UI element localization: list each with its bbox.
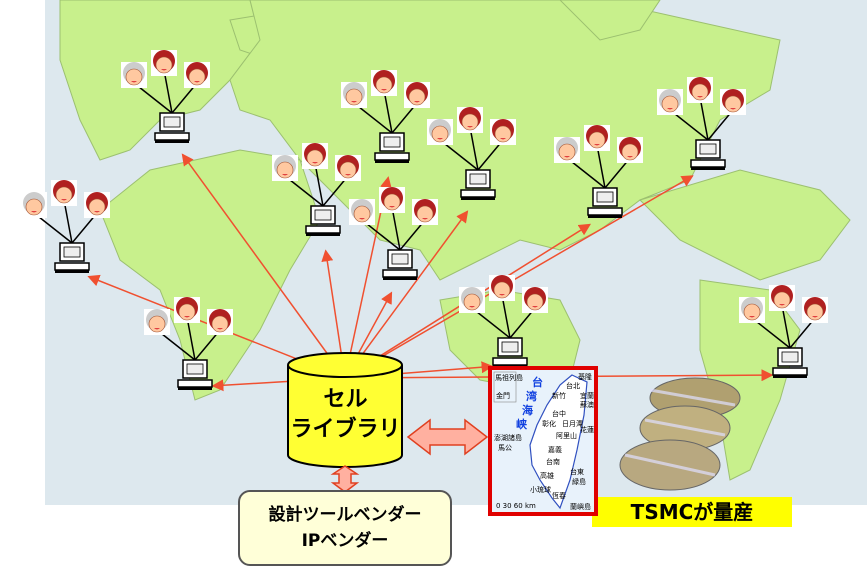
map-place-label: 日月潭 bbox=[562, 420, 583, 428]
double-arrow-horizontal bbox=[406, 418, 489, 456]
map-place-label: 新竹 bbox=[552, 392, 566, 400]
arrow bbox=[344, 210, 469, 379]
design-site bbox=[459, 275, 548, 368]
wafers bbox=[619, 377, 741, 491]
elder-face-icon bbox=[349, 199, 375, 225]
map-place-label: 基隆 bbox=[578, 373, 592, 381]
design-site bbox=[341, 70, 430, 163]
design-site bbox=[427, 107, 516, 200]
map-place-label: 小琉球 bbox=[530, 486, 551, 494]
person-face-icon bbox=[617, 137, 643, 163]
person-face-icon bbox=[412, 199, 438, 225]
design-sites bbox=[21, 50, 828, 390]
elder-face-icon bbox=[144, 309, 170, 335]
map-place-label: 蘭嶼島 bbox=[570, 503, 591, 511]
vendor-line1: 設計ツールベンダー bbox=[268, 505, 422, 525]
strait-char: 峡 bbox=[516, 418, 527, 431]
map-place-label: 馬祖列島 bbox=[495, 374, 523, 382]
person-face-icon bbox=[379, 187, 405, 213]
person-face-icon bbox=[687, 77, 713, 103]
cell-library-line1: セル bbox=[323, 387, 368, 412]
person-face-icon bbox=[457, 107, 483, 133]
elder-face-icon bbox=[21, 192, 47, 218]
person-face-icon bbox=[489, 275, 515, 301]
map-place-label: 嘉義 bbox=[548, 446, 562, 454]
map-place-label: 阿里山 bbox=[556, 432, 577, 440]
design-site bbox=[554, 125, 643, 218]
person-face-icon bbox=[302, 143, 328, 169]
tsmc-label: TSMCが量産 bbox=[592, 497, 792, 527]
elder-face-icon bbox=[657, 89, 683, 115]
map-place-label: 澎湖諸島 bbox=[494, 434, 522, 442]
person-face-icon bbox=[51, 180, 77, 206]
design-site bbox=[272, 143, 361, 236]
elder-face-icon bbox=[341, 82, 367, 108]
design-site bbox=[21, 180, 110, 273]
person-face-icon bbox=[802, 297, 828, 323]
strait-char: 台 bbox=[532, 376, 543, 389]
strait-char: 湾 bbox=[526, 390, 537, 403]
person-face-icon bbox=[584, 125, 610, 151]
map-place-label: 台中 bbox=[552, 410, 566, 418]
map-place-label: 金門 bbox=[496, 392, 510, 400]
person-face-icon bbox=[522, 287, 548, 313]
cell-library-database bbox=[287, 352, 403, 468]
design-site bbox=[739, 285, 828, 378]
person-face-icon bbox=[184, 62, 210, 88]
map-place-label: 台南 bbox=[546, 458, 560, 466]
arrow bbox=[181, 153, 346, 379]
map-place-label: 宜蘭 bbox=[580, 392, 594, 400]
map-place-label: 彰化 bbox=[542, 420, 556, 428]
person-face-icon bbox=[720, 89, 746, 115]
design-site bbox=[349, 187, 438, 280]
vendor-box: 設計ツールベンダー IPベンダー bbox=[238, 490, 452, 566]
person-face-icon bbox=[769, 285, 795, 311]
map-scale: 0 30 60 km bbox=[496, 502, 536, 510]
map-place-label: 花蓮 bbox=[580, 426, 594, 434]
person-face-icon bbox=[404, 82, 430, 108]
person-face-icon bbox=[371, 70, 397, 96]
elder-face-icon bbox=[554, 137, 580, 163]
design-site bbox=[121, 50, 210, 143]
person-face-icon bbox=[174, 297, 200, 323]
map-place-label: 恆春 bbox=[552, 492, 566, 500]
design-site bbox=[144, 297, 233, 390]
cell-library-label: セル ライブラリ bbox=[288, 385, 403, 445]
elder-face-icon bbox=[272, 155, 298, 181]
map-place-label: 高雄 bbox=[540, 472, 554, 480]
person-face-icon bbox=[490, 119, 516, 145]
person-face-icon bbox=[207, 309, 233, 335]
map-place-label: 蘇澳 bbox=[580, 401, 594, 409]
cell-library-line2: ライブラリ bbox=[290, 417, 401, 442]
map-place-label: 馬公 bbox=[498, 444, 512, 452]
map-place-label: 台北 bbox=[566, 382, 580, 390]
arrow bbox=[344, 175, 694, 379]
elder-face-icon bbox=[121, 62, 147, 88]
person-face-icon bbox=[335, 155, 361, 181]
taiwan-map: 台湾海峡 馬祖列島金門 基隆台北新竹 宜蘭蘇澳台中彰化日月潭花蓮阿里山 澎湖諸島馬公 嘉… bbox=[488, 366, 598, 516]
map-place-label: 台東 bbox=[570, 468, 584, 476]
elder-face-icon bbox=[739, 297, 765, 323]
elder-face-icon bbox=[427, 119, 453, 145]
person-face-icon bbox=[151, 50, 177, 76]
strait-char: 海 bbox=[522, 404, 533, 417]
map-place-label: 緑島 bbox=[572, 478, 586, 486]
elder-face-icon bbox=[459, 287, 485, 313]
design-site bbox=[657, 77, 746, 170]
person-face-icon bbox=[84, 192, 110, 218]
vendor-line2: IPベンダー bbox=[301, 531, 389, 551]
